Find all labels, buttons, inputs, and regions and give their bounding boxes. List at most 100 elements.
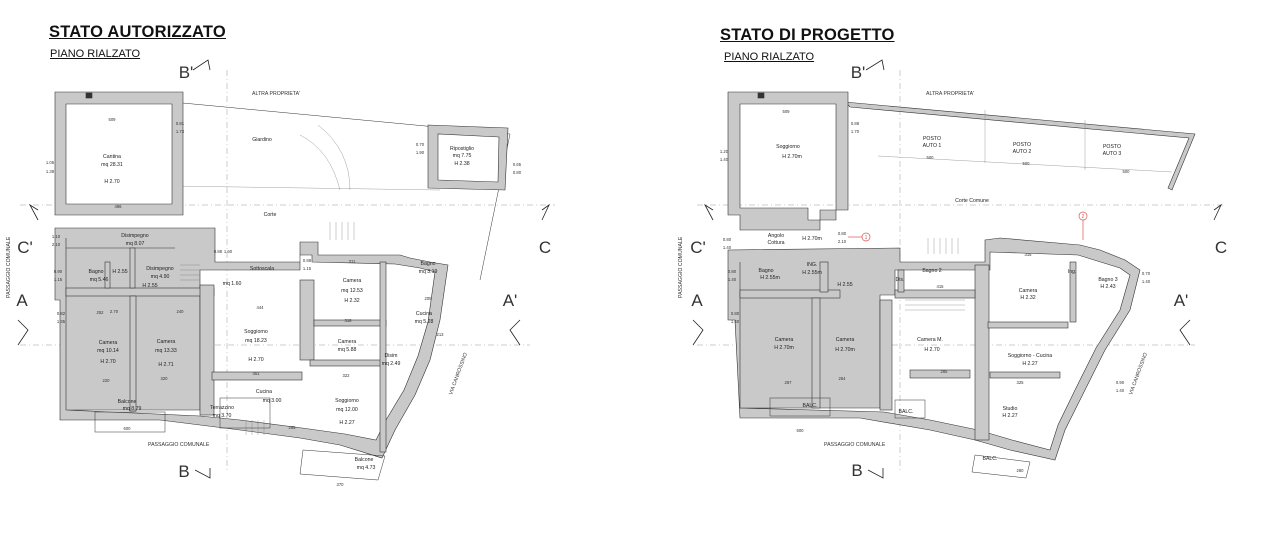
right-section-b-top: B' <box>851 63 866 82</box>
right-studio-height: H 2.27 <box>1002 413 1017 419</box>
left-ratio-7b: 1.35 <box>57 319 66 324</box>
left-dim-4: 370 <box>337 482 345 487</box>
left-ratio-5: 1.10 <box>52 234 61 239</box>
right-section-c-left: C' <box>690 238 706 257</box>
right-soggiorno-height: H 2.70m <box>782 154 802 160</box>
left-camera-d-name: Camera <box>338 339 357 345</box>
right-ratio-7: 0.80 <box>731 311 740 316</box>
left-dim-10: 252 <box>97 310 105 315</box>
right-soggiorno-name: Soggiorno <box>776 144 800 150</box>
right-drawing-title: STATO DI PROGETTO <box>720 26 895 44</box>
left-disimp3-area: mq 2.49 <box>382 361 401 367</box>
left-ratio-9: 0.88 <box>303 258 312 263</box>
left-ripostiglio-name: Ripostiglio <box>450 146 474 152</box>
left-camera-c-height: H 2.71 <box>158 362 173 368</box>
right-ratio-2: 1.20 <box>720 149 729 154</box>
right-ratio-4: 0.80 <box>723 237 732 242</box>
left-soggiorno1-area: mq 18.23 <box>245 338 267 344</box>
left-ratio-6: 0.90 <box>54 269 63 274</box>
right-dim-7: 264 <box>839 376 847 381</box>
left-balcone1-name: Balcone <box>118 399 137 405</box>
right-bagno1-name: Bagno <box>758 268 773 274</box>
left-soggiorno2-name: Soggiorno <box>335 398 359 404</box>
right-dim-3: 500 <box>1023 161 1031 166</box>
right-section-a-left: A <box>691 291 703 310</box>
right-ing-label: Ing. <box>1068 269 1077 275</box>
right-marker-2: 2 <box>1082 214 1085 220</box>
right-ratio-5: 0.80 <box>728 269 737 274</box>
right-dim-10: 315 <box>1025 252 1033 257</box>
right-balc2: BALC. <box>899 409 914 415</box>
left-camera-b-name: Camera <box>99 340 118 346</box>
left-sottoscala-name: Sottoscala <box>250 266 274 272</box>
left-cantina-area: mq 28.31 <box>101 162 123 168</box>
left-section-b-bottom: B <box>178 462 189 481</box>
left-ripostiglio-area: mq 7.75 <box>453 153 472 159</box>
left-ratio-4b: 0.80 <box>513 170 522 175</box>
left-camera-c-name: Camera <box>157 339 176 345</box>
left-camera-d-area: mq 5.88 <box>338 347 357 353</box>
left-disimp3-name: Disim <box>385 353 398 359</box>
left-bagno1-name: Bagno <box>88 269 103 275</box>
right-bagno2-name: Bagno 2 <box>922 268 941 274</box>
left-disimpegno1-area: mq 8.07 <box>126 241 145 247</box>
left-section-c-left: C' <box>17 238 33 257</box>
right-section-b-bottom: B <box>851 461 862 480</box>
right-camera3-name: Camera <box>836 337 855 343</box>
left-camera-a-area: mq 12.53 <box>341 288 363 294</box>
right-camera-m-name: Camera M. <box>917 337 943 343</box>
right-ratio-1b: 1.70 <box>851 129 860 134</box>
left-ratio-6b: 1.15 <box>54 277 63 282</box>
left-ratio-5b: 2.10 <box>52 242 61 247</box>
left-cucina2-area: mq 3.00 <box>263 398 282 404</box>
right-dis-label: Dis. <box>896 277 905 283</box>
right-soggiorno-cucina-name: Soggiorno - Cucina <box>1008 353 1053 359</box>
right-ratio-4b: 1.40 <box>723 245 732 250</box>
right-camera1-height: H 2.32 <box>1020 295 1035 301</box>
left-bagno1-height: H 2.55 <box>112 269 127 275</box>
left-dim-13: 318 <box>345 318 353 323</box>
left-cucina2-name: Cucina <box>256 389 272 395</box>
left-soggiorno1-height: H 2.70 <box>248 357 263 363</box>
right-ratio-8: 0.90 <box>1116 380 1125 385</box>
right-balc3: BALC. <box>983 456 998 462</box>
left-soggiorno1-name: Soggiorno <box>244 329 268 335</box>
left-drawing-subtitle: PIANO RIALZATO <box>50 48 141 60</box>
left-dim-7: 220 <box>103 378 111 383</box>
right-street-bottom: PASSAGGIO COMUNALE <box>824 442 886 448</box>
left-ratio-4: 0.65 <box>513 162 522 167</box>
left-ratio-2: 1.06 <box>46 160 55 165</box>
left-bagno1-area: mq 5.46 <box>90 277 109 283</box>
left-terrazzino-name: Terrazzino <box>210 405 234 411</box>
right-dim-2: 500 <box>927 155 935 160</box>
right-street-left: PASSAGGIO COMUNALE <box>678 236 684 298</box>
right-balc1: BALC. <box>803 403 818 409</box>
right-ratio-8b: 1.40 <box>1116 388 1125 393</box>
right-ratio-5b: 1.40 <box>728 277 737 282</box>
left-dim-16: 213 <box>437 332 445 337</box>
left-ratio-8: 0.88 <box>214 249 223 254</box>
left-section-a-left: A <box>16 291 28 310</box>
left-dim-9: 265 <box>289 425 297 430</box>
left-dim-15: 205 <box>425 296 433 301</box>
right-bagno3-height: H 2.43 <box>1100 284 1115 290</box>
left-ratio-1b: 1.73 <box>176 129 185 134</box>
right-bagno1-height: H 2.55m <box>760 275 780 281</box>
left-ratio-7: 0.82 <box>57 311 66 316</box>
right-bagno3-name: Bagno 3 <box>1098 277 1117 283</box>
right-section-c-right: C <box>1215 238 1227 257</box>
right-ing-name: ING. <box>807 262 818 268</box>
left-dim-6: 451 <box>253 371 261 376</box>
left-section-b-top: B' <box>179 63 194 82</box>
right-camera1-name: Camera <box>1019 288 1038 294</box>
left-cucina-area: mq 5.28 <box>415 319 434 325</box>
left-ratio-9b: 1.15 <box>303 266 312 271</box>
left-ratio-8b: 1.60 <box>224 249 233 254</box>
right-dim-6: 267 <box>785 380 793 385</box>
left-ratio-3b: 1.90 <box>416 150 425 155</box>
right-posto1: POSTO <box>923 136 941 142</box>
right-dim-11: 415 <box>937 284 945 289</box>
left-camera-b-height: H 2.70 <box>100 359 115 365</box>
right-camera2-height: H 2.70m <box>774 345 794 351</box>
